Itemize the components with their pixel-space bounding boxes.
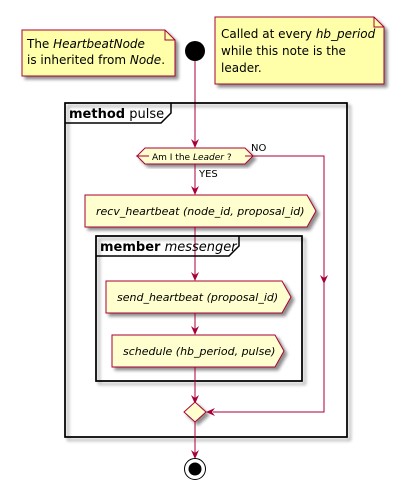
note-right [214,16,385,85]
note-right-line3: leader. [221,61,262,75]
note-right-line2: while this note is the [221,44,346,58]
activity-schedule-label: schedule (hb_period, pulse) [123,345,275,358]
arrowhead-icon [320,275,328,284]
arrowhead-icon [191,326,199,335]
arrowhead-icon [191,395,199,404]
merge-diamond-icon [183,401,207,423]
frame-method-pulse-title: method pulse [69,107,164,122]
activity-recv-heartbeat-label: recv_heartbeat (node_id, proposal_id) [96,205,305,218]
activity-recv-heartbeat [84,194,317,228]
activity-send-heartbeat-label: send_heartbeat (proposal_id) [117,291,278,304]
start-node-icon [185,41,205,61]
end-node-icon [184,458,206,480]
note-left-line2: is inherited from Node. [27,53,165,67]
arrowhead-icon [191,272,199,281]
arrowhead-icon [191,450,199,459]
activity-schedule [111,334,285,368]
decision-yes-label: YES [198,169,218,180]
activity-send-heartbeat [105,280,292,314]
decision-no-label: NO [251,143,266,154]
frame-member-messenger [95,235,303,382]
decision-label: Am I the Leader ? [152,153,232,163]
note-right-line1: Called at every hb_period [221,27,376,41]
note-left-line1: The HeartbeatNode [26,37,145,51]
arrowhead-icon [191,186,199,195]
frame-member-messenger-title: member messenger [100,240,238,255]
note-left [21,29,176,77]
arrowhead-icon [206,408,215,416]
arrowhead-icon [191,139,199,148]
frame-method-pulse [64,102,348,438]
